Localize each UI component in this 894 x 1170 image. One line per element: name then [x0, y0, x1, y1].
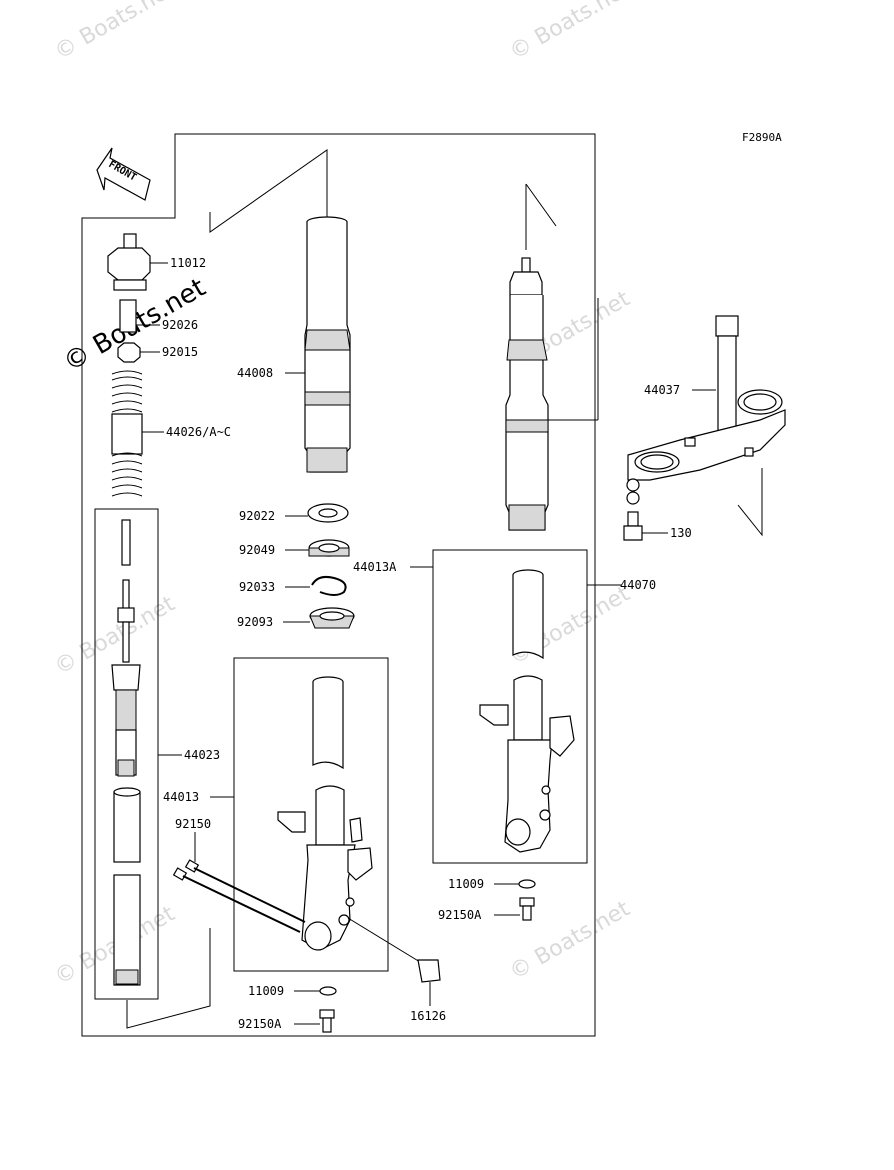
front-arrow-icon	[96, 147, 151, 201]
fork-leg-box-44013	[233, 657, 389, 972]
cap-bolt-11012	[107, 233, 168, 291]
spacer-92026	[119, 299, 137, 333]
fork-assembly-44070	[505, 257, 599, 531]
fork-leg-box-44013A	[432, 549, 588, 864]
label-130: 130	[670, 526, 692, 540]
bolt-92150A-bottom	[294, 1009, 335, 1033]
label-44037: 44037	[644, 383, 680, 397]
watermark: © Boats.net	[51, 0, 180, 65]
outer-tube-44008	[285, 216, 351, 473]
fork-spring-44026	[111, 370, 164, 497]
label-92150: 92150	[175, 817, 211, 831]
bolt-92150A-right	[494, 897, 535, 921]
label-44008: 44008	[237, 366, 273, 380]
circlip-92033	[285, 575, 347, 596]
nut-92015	[117, 342, 141, 363]
label-44013A: 44013A	[353, 560, 397, 574]
damper-cartridge-44023	[111, 519, 182, 986]
bolt-92150	[172, 832, 306, 933]
front-arrow: FRONT	[96, 147, 151, 201]
label-92150A-bottom: 92150A	[238, 1017, 282, 1031]
label-11009-bottom: 11009	[248, 984, 284, 998]
inner-tube-44013A	[410, 566, 622, 853]
label-11009-right: 11009	[448, 877, 484, 891]
label-92015: 92015	[162, 345, 198, 359]
label-16126: 16126	[410, 1009, 446, 1023]
assembly-outline	[81, 133, 596, 1037]
label-92150A-right: 92150A	[438, 908, 482, 922]
washer-92022	[285, 503, 349, 523]
label-44026: 44026/A~C	[166, 425, 231, 439]
figure-code: F2890A	[742, 131, 782, 144]
label-92033: 92033	[239, 580, 275, 594]
label-92022: 92022	[239, 509, 275, 523]
steering-stem-44037	[626, 315, 786, 537]
label-44023: 44023	[184, 748, 220, 762]
washer-11009-bottom	[294, 986, 337, 996]
label-11012: 11012	[170, 256, 206, 270]
bolt-130	[623, 511, 668, 541]
label-44013: 44013	[163, 790, 199, 804]
cartridge-box	[94, 508, 159, 1000]
oil-seal-92049	[285, 539, 350, 557]
washer-11009-right	[494, 879, 536, 889]
label-92049: 92049	[239, 543, 275, 557]
dust-seal-92093	[283, 607, 355, 629]
label-44070: 44070	[620, 578, 656, 592]
inner-tube-44013	[210, 676, 373, 951]
label-92093: 92093	[237, 615, 273, 629]
watermark: © Boats.net	[506, 0, 635, 65]
drain-bolt-16126	[347, 917, 441, 1006]
label-92026: 92026	[162, 318, 198, 332]
